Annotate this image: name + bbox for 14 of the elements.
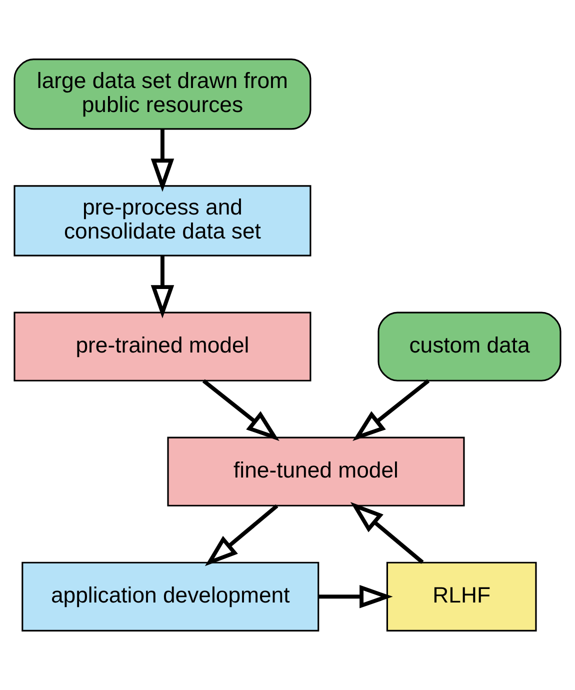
- node-box: large data set drawn from public resources: [14, 58, 312, 130]
- arrow: [204, 504, 278, 566]
- arrow: [318, 585, 393, 608]
- node-box: custom data: [378, 312, 562, 382]
- arrow: [150, 256, 174, 318]
- node-box: fine-tuned model: [167, 436, 465, 506]
- arrow: [150, 129, 174, 192]
- node-box: pre-process and consolidate data set: [14, 185, 312, 256]
- node-box: application development: [22, 562, 320, 632]
- arrow: [350, 502, 424, 564]
- node-box: pre-trained model: [14, 312, 312, 382]
- arrow: [352, 379, 430, 441]
- arrow: [202, 379, 280, 441]
- node-box: RLHF: [386, 562, 537, 632]
